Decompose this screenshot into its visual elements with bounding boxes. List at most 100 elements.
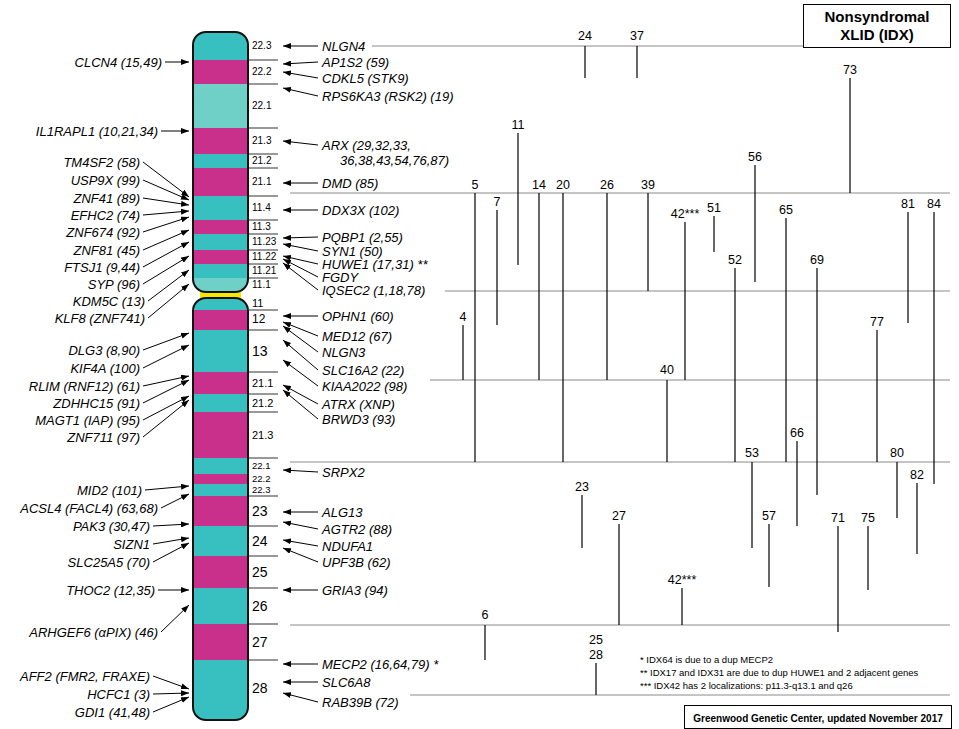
region-divider bbox=[372, 46, 808, 47]
band-label: 21.1 bbox=[252, 377, 273, 390]
band-label: 11.3 bbox=[252, 221, 271, 233]
gene-label: NDUFA1 bbox=[322, 539, 373, 554]
family-number: 82 bbox=[910, 468, 924, 483]
gene-pointer bbox=[283, 512, 318, 513]
family-interval bbox=[837, 526, 838, 632]
family-interval bbox=[618, 524, 619, 625]
family-interval bbox=[484, 625, 485, 660]
gene-pointer bbox=[143, 242, 189, 267]
band-tick bbox=[249, 84, 278, 85]
gene-label: DDX3X (102) bbox=[322, 203, 399, 218]
band-label: 22.1 bbox=[252, 100, 271, 112]
chromosome-band bbox=[193, 526, 248, 556]
family-interval bbox=[907, 212, 908, 323]
gene-label: BRWD3 (93) bbox=[322, 412, 395, 427]
family-number: 27 bbox=[612, 509, 626, 524]
chromosome-band bbox=[193, 168, 248, 196]
gene-label: SRPX2 bbox=[322, 465, 365, 480]
family-interval bbox=[785, 218, 786, 462]
gene-label: MAGT1 (IAP) (95) bbox=[35, 413, 140, 428]
band-tick bbox=[249, 60, 278, 61]
gene-pointer bbox=[148, 284, 189, 318]
gene-pointer bbox=[161, 131, 189, 132]
gene-pointer bbox=[283, 46, 318, 47]
band-label: 12 bbox=[252, 313, 265, 327]
gene-label: EFHC2 (74) bbox=[71, 208, 140, 223]
gene-label: ACSL4 (FACL4) (63,68) bbox=[20, 501, 158, 516]
gene-pointer bbox=[283, 326, 318, 352]
band-tick bbox=[249, 330, 278, 331]
gene-pointer bbox=[283, 183, 318, 184]
gene-pointer bbox=[283, 141, 318, 145]
band-tick bbox=[249, 128, 278, 129]
gene-pointer bbox=[283, 693, 318, 702]
chromosome-band bbox=[193, 60, 248, 84]
gene-label: UPF3B (62) bbox=[322, 555, 391, 570]
gene-pointer bbox=[143, 180, 189, 200]
band-tick bbox=[249, 624, 278, 625]
family-number: 51 bbox=[707, 201, 721, 216]
family-interval bbox=[849, 78, 850, 193]
band-tick bbox=[249, 660, 278, 661]
band-label: 21.1 bbox=[252, 176, 271, 188]
family-interval bbox=[496, 210, 497, 325]
family-number: 26 bbox=[600, 178, 614, 193]
gene-pointer bbox=[143, 217, 189, 232]
band-label: 22.2 bbox=[252, 66, 271, 78]
gene-label: IL1RAPL1 (10,21,34) bbox=[36, 124, 158, 139]
gene-pointer bbox=[283, 256, 318, 264]
gene-label: DMD (85) bbox=[322, 176, 378, 191]
gene-pointer bbox=[283, 263, 318, 290]
gene-label: ZNF711 (97) bbox=[67, 430, 140, 445]
family-number: 39 bbox=[641, 178, 655, 193]
family-number: 5 bbox=[472, 178, 479, 193]
band-tick bbox=[249, 412, 278, 413]
family-interval bbox=[768, 524, 769, 587]
chromosome-band bbox=[193, 458, 248, 474]
family-interval bbox=[876, 330, 877, 462]
gene-pointer bbox=[143, 162, 189, 197]
band-label: 25 bbox=[252, 564, 268, 580]
band-label: 24 bbox=[252, 533, 268, 549]
family-interval bbox=[562, 193, 563, 462]
gene-pointer bbox=[161, 494, 189, 508]
gene-pointer bbox=[283, 548, 318, 562]
family-interval bbox=[636, 46, 637, 78]
gene-label: GDI1 (41,48) bbox=[75, 705, 150, 720]
title-box: Nonsyndromal XLID (IDX) bbox=[803, 4, 951, 48]
footnote: ** IDX17 and IDX31 are due to dup HUWE1 … bbox=[640, 667, 918, 679]
chromosome-band bbox=[193, 330, 248, 372]
chromosome-outline bbox=[193, 298, 248, 720]
family-number: 40 bbox=[660, 363, 674, 378]
chromosome-band bbox=[193, 660, 248, 720]
band-label: 26 bbox=[252, 598, 268, 614]
family-interval bbox=[606, 193, 607, 380]
gene-pointer bbox=[143, 256, 189, 284]
family-interval bbox=[867, 526, 868, 590]
gene-pointer bbox=[143, 211, 189, 215]
gene-label: SLC25A5 (70) bbox=[68, 555, 150, 570]
gene-label: KLF8 (ZNF741) bbox=[55, 311, 145, 326]
gene-label: SYP (96) bbox=[88, 277, 140, 292]
gene-label: ZNF81 (45) bbox=[74, 243, 140, 258]
gene-pointer bbox=[143, 400, 189, 437]
family-number: 77 bbox=[870, 315, 884, 330]
chromosome-band bbox=[193, 196, 248, 220]
gene-label: NLGN4 bbox=[322, 39, 365, 54]
gene-label: MID2 (101) bbox=[77, 483, 142, 498]
family-number: 25 bbox=[589, 633, 603, 648]
band-label: 23 bbox=[252, 503, 268, 519]
gene-pointer bbox=[153, 538, 189, 544]
family-number: 53 bbox=[745, 446, 759, 461]
gene-pointer bbox=[283, 664, 318, 665]
gene-label: GRIA3 (94) bbox=[322, 583, 388, 598]
gene-label: MECP2 (16,64,79) * bbox=[322, 657, 438, 672]
gene-label: SIZN1 bbox=[113, 537, 150, 552]
band-label: 22.1 bbox=[252, 461, 271, 472]
gene-pointer bbox=[153, 676, 189, 689]
gene-pointer bbox=[283, 210, 318, 211]
gene-pointer bbox=[165, 62, 189, 63]
family-interval bbox=[666, 380, 667, 462]
family-number: 75 bbox=[861, 511, 875, 526]
gene-label: PQBP1 (2,55) bbox=[322, 230, 403, 245]
